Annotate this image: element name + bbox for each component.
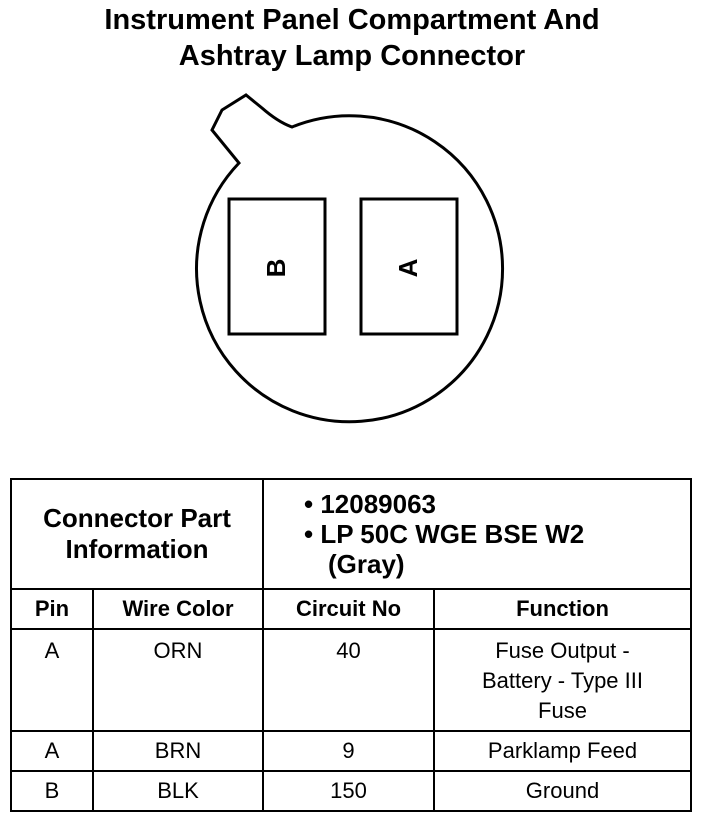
pin-cell: A <box>10 628 94 732</box>
function-cell: Fuse Output - Battery - Type III Fuse <box>433 628 692 732</box>
diagram-title: Instrument Panel Compartment And Ashtray… <box>0 2 704 74</box>
table-row: B BLK 150 Ground <box>10 770 692 812</box>
header-function: Function <box>433 588 692 630</box>
circuit-cell: 150 <box>262 770 435 812</box>
header-pin: Pin <box>10 588 94 630</box>
pin-cell: B <box>10 770 94 812</box>
connector-outline <box>195 93 505 424</box>
wire-color-cell: ORN <box>92 628 264 732</box>
cavity-a <box>359 197 459 336</box>
connector-face-diagram: B A <box>195 93 505 424</box>
wire-color-cell: BRN <box>92 730 264 772</box>
part-info-row: Connector Part Information • 12089063 • … <box>10 478 692 590</box>
pin-label-a: A <box>393 258 423 277</box>
wire-color-cell: BLK <box>92 770 264 812</box>
cavity-b <box>227 197 327 336</box>
title-line-2: Ashtray Lamp Connector <box>178 40 526 72</box>
circuit-cell: 9 <box>262 730 435 772</box>
pin-cell: A <box>10 730 94 772</box>
connector-info-table: Connector Part Information • 12089063 • … <box>10 478 692 812</box>
function-cell: Ground <box>433 770 692 812</box>
header-circuit-no: Circuit No <box>262 588 435 630</box>
pin-label-b: B <box>261 259 291 278</box>
header-row: Pin Wire Color Circuit No Function <box>10 588 692 630</box>
part-description: • LP 50C WGE BSE W2 <box>304 519 585 549</box>
part-info-heading: Connector Part Information <box>10 478 264 590</box>
circuit-cell: 40 <box>262 628 435 732</box>
title-line-1: Instrument Panel Compartment And <box>104 4 600 36</box>
function-cell: Parklamp Feed <box>433 730 692 772</box>
table-row: A BRN 9 Parklamp Feed <box>10 730 692 772</box>
part-number: • 12089063 <box>304 489 437 519</box>
part-color: (Gray) <box>328 549 405 579</box>
table-row: A ORN 40 Fuse Output - Battery - Type II… <box>10 628 692 732</box>
header-wire-color: Wire Color <box>92 588 264 630</box>
part-numbers: • 12089063 • LP 50C WGE BSE W2 (Gray) <box>262 478 692 590</box>
